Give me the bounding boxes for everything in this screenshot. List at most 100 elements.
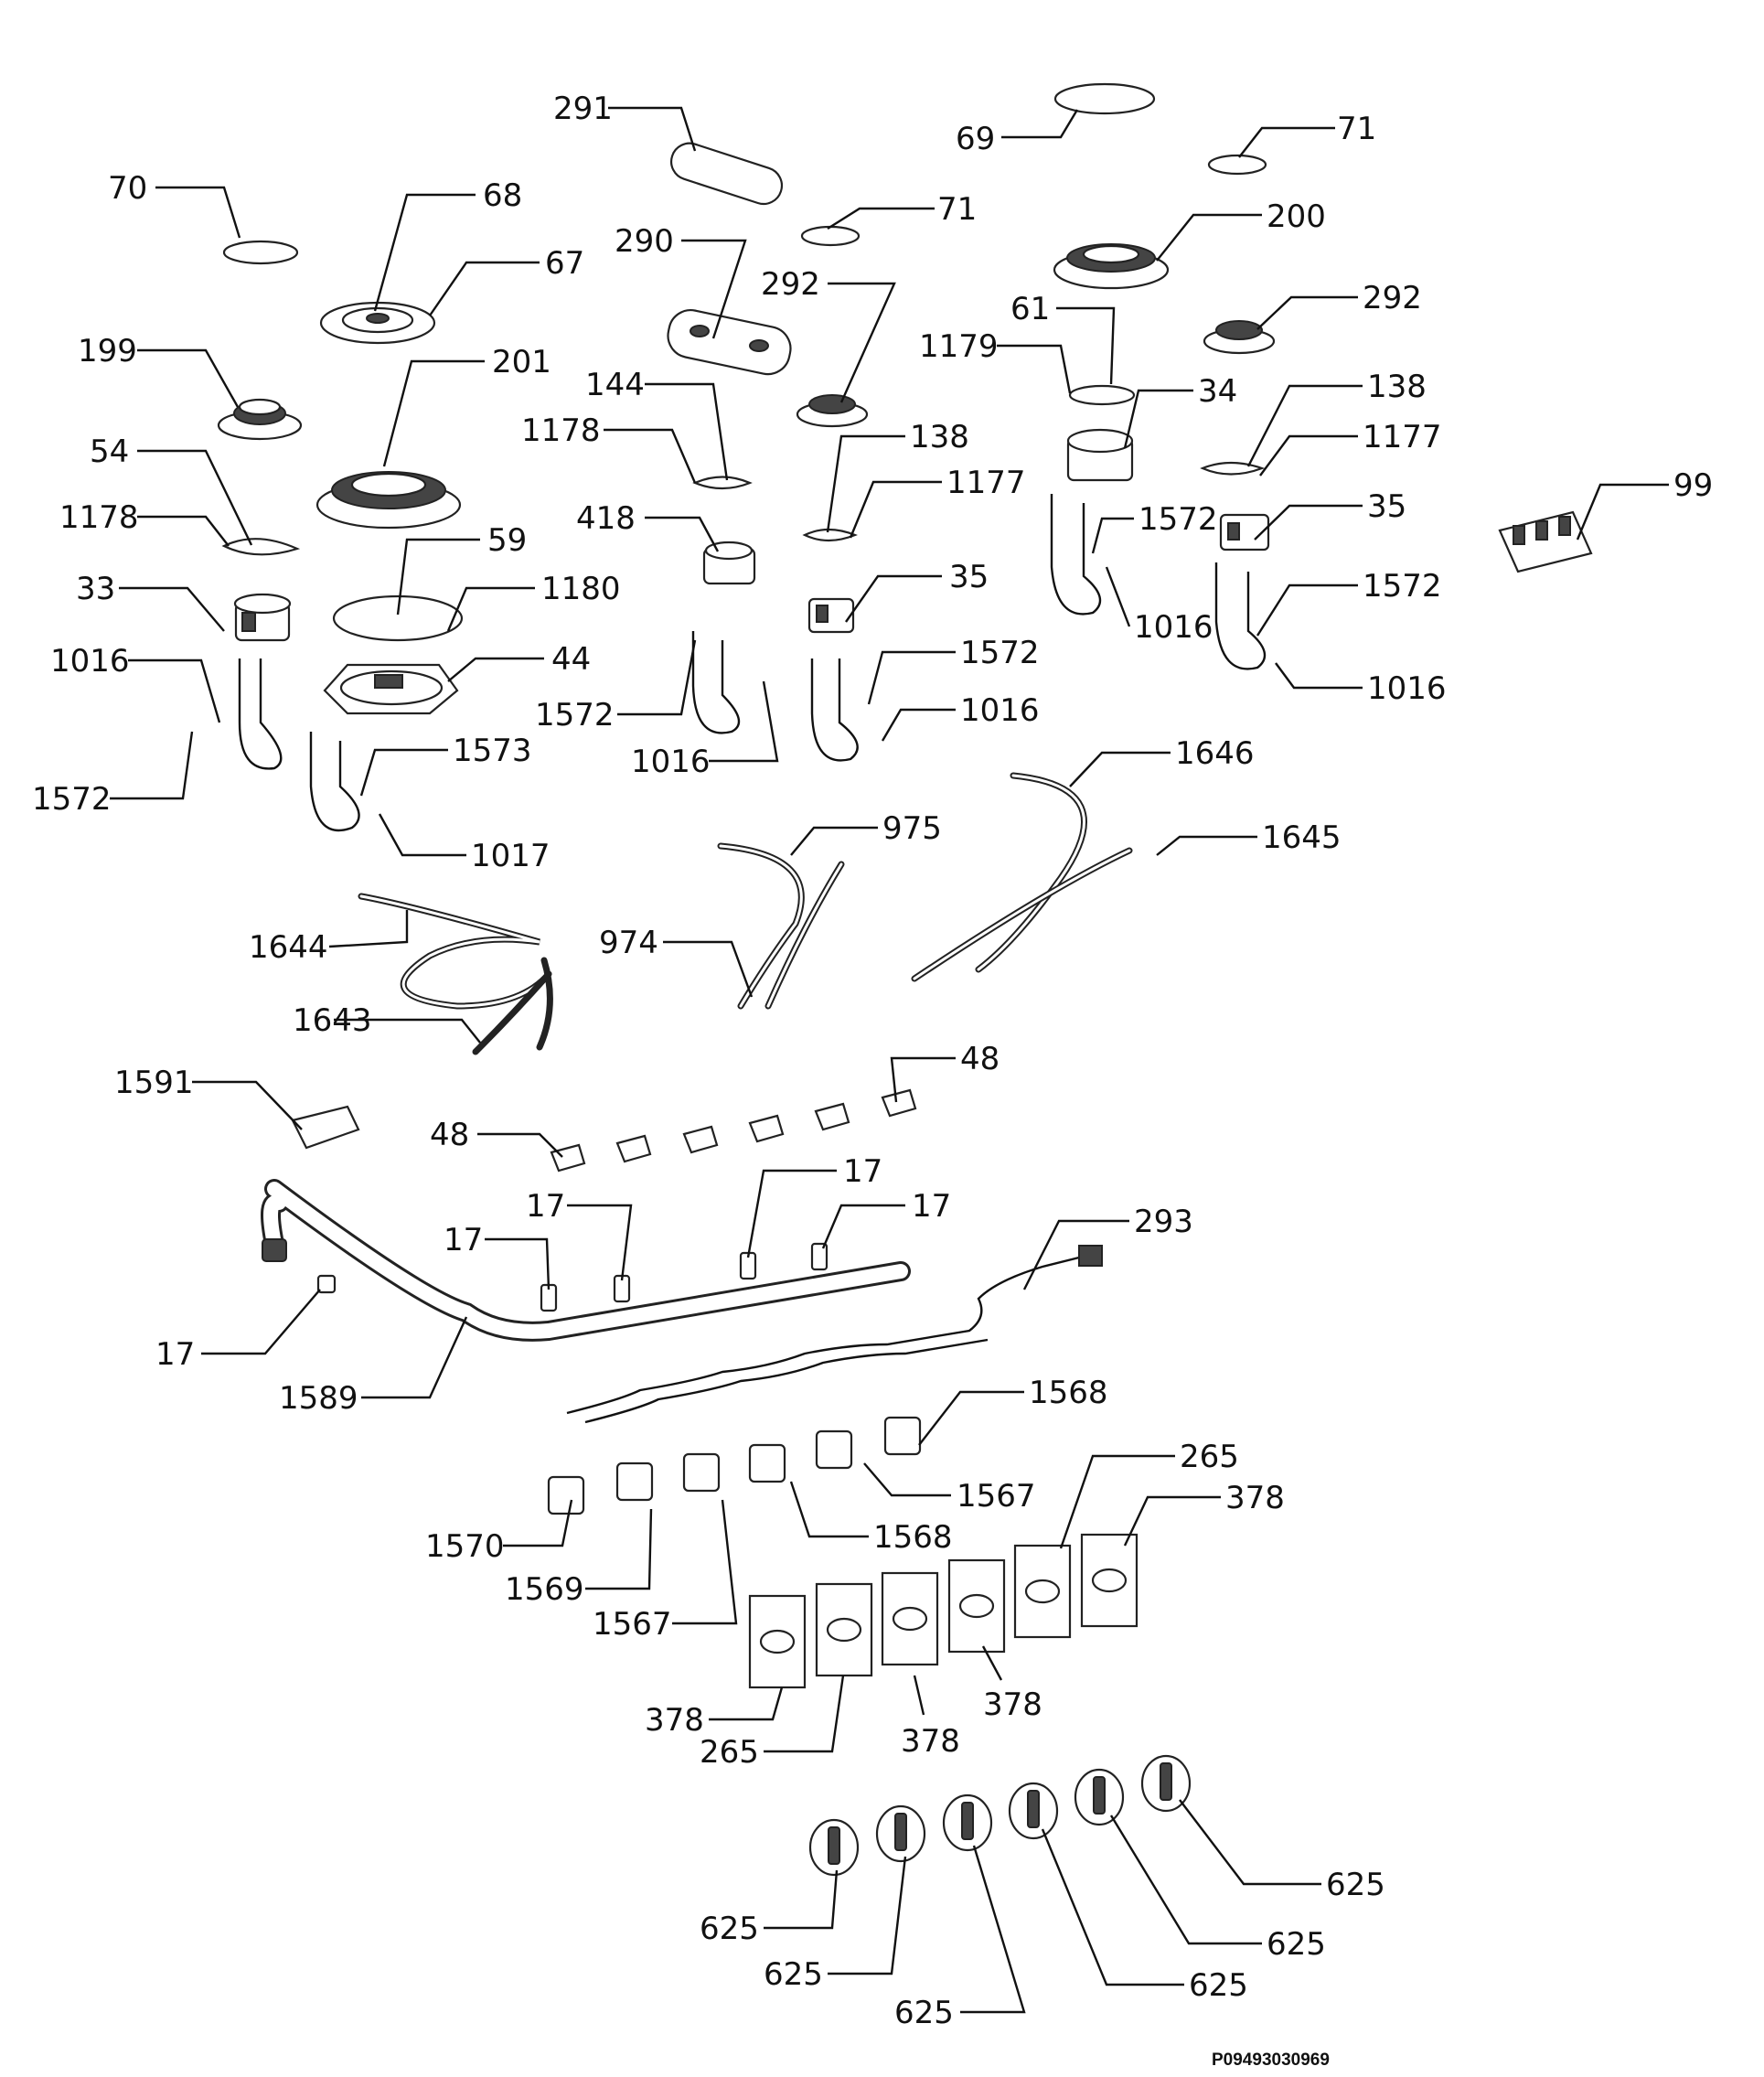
leader-44 xyxy=(447,657,544,682)
leader-291 xyxy=(608,106,697,152)
callout-label: 291 xyxy=(553,91,613,127)
callout-label: 1572 xyxy=(1139,501,1218,538)
leader-61 xyxy=(1056,306,1116,385)
callout-label: 625 xyxy=(894,1995,954,2031)
callout-label: 17 xyxy=(912,1188,951,1225)
callout-label: 144 xyxy=(585,367,645,403)
wiring-harness-293 xyxy=(566,1245,1103,1424)
callout-label: 61 xyxy=(1010,291,1050,327)
callout-label: 1567 xyxy=(957,1478,1036,1515)
leader-68 xyxy=(373,193,476,312)
leader-99 xyxy=(1576,483,1669,541)
leader-378a xyxy=(1123,1495,1221,1547)
callout-label: 1567 xyxy=(593,1606,672,1643)
leader-17b xyxy=(567,1204,633,1281)
thermocouple-left-a xyxy=(238,658,283,770)
callout-label: 974 xyxy=(599,925,658,961)
leader-138a xyxy=(1246,384,1363,467)
callout-label: 1568 xyxy=(1029,1375,1108,1411)
leader-265a xyxy=(1059,1454,1175,1549)
gas-pipe-1645-1646 xyxy=(911,772,1133,982)
callout-label: 70 xyxy=(108,170,147,207)
thermocouple-left-b xyxy=(309,732,360,832)
callout-label: 1645 xyxy=(1262,819,1342,856)
leader-200 xyxy=(1156,213,1262,262)
leader-1643 xyxy=(334,1018,481,1044)
leader-1017 xyxy=(378,813,466,857)
leader-1567a xyxy=(863,1462,951,1497)
leader-1572e xyxy=(110,731,194,800)
leader-418 xyxy=(645,516,720,552)
callout-label: 48 xyxy=(960,1041,1000,1077)
oval-cap-291 xyxy=(670,142,784,206)
leader-290 xyxy=(681,239,747,339)
gasket-54 xyxy=(221,538,301,556)
callout-label: 1570 xyxy=(425,1528,505,1565)
callout-label: 67 xyxy=(545,245,584,282)
cap-290 xyxy=(667,309,792,376)
callout-label: 17 xyxy=(444,1222,483,1258)
leader-1178a xyxy=(604,428,697,484)
leader-625d xyxy=(828,1856,907,1975)
leader-1591 xyxy=(192,1080,303,1130)
burner-cap-71-mid xyxy=(800,225,861,247)
callout-label: 1016 xyxy=(1367,670,1447,707)
leader-1644 xyxy=(328,910,409,948)
control-knobs-625 xyxy=(808,1754,1192,1877)
leader-625b xyxy=(764,1869,839,1930)
leader-1572c xyxy=(867,650,956,705)
leader-1645 xyxy=(1156,835,1257,856)
leader-33 xyxy=(119,586,225,632)
leader-48a xyxy=(890,1056,956,1103)
leader-1572b xyxy=(1256,583,1358,637)
leader-625a xyxy=(1179,1799,1321,1886)
callout-label: 201 xyxy=(492,344,551,380)
clips-48 xyxy=(550,1088,917,1172)
callout-label: 1016 xyxy=(960,692,1040,729)
leader-1573 xyxy=(359,748,448,797)
burner-cap-71-right xyxy=(1207,154,1267,176)
burner-201 xyxy=(315,471,462,530)
leader-378c xyxy=(913,1675,925,1716)
part-drawings xyxy=(217,82,1593,1877)
leader-70 xyxy=(155,186,241,239)
callout-label: 378 xyxy=(645,1702,704,1739)
burner-cap-69 xyxy=(1053,82,1156,115)
callout-label: 378 xyxy=(901,1723,960,1760)
leader-138b xyxy=(826,434,905,533)
thermocouple-right-a xyxy=(1050,494,1102,616)
leader-1016d xyxy=(709,680,779,763)
burner-199 xyxy=(217,398,303,441)
callout-label: 625 xyxy=(1189,1967,1248,2004)
leader-59 xyxy=(396,538,480,616)
leader-625c xyxy=(1109,1815,1262,1945)
leader-625e xyxy=(1041,1828,1184,1986)
leader-1646 xyxy=(1069,751,1171,787)
burner-base-35-mid xyxy=(807,597,855,634)
callout-label: 1572 xyxy=(960,635,1040,671)
leader-292b xyxy=(1256,295,1358,330)
callout-label: 378 xyxy=(983,1686,1042,1723)
leader-34 xyxy=(1123,389,1193,449)
leader-1570 xyxy=(503,1499,573,1547)
leader-17c xyxy=(821,1204,905,1249)
gasket-138-right xyxy=(1200,461,1266,476)
callout-label: 59 xyxy=(487,522,527,559)
leader-1016b xyxy=(128,658,221,723)
callout-label: 33 xyxy=(76,571,115,607)
terminal-block-99 xyxy=(1498,510,1593,573)
manifold-1589 xyxy=(261,1179,911,1342)
leader-974 xyxy=(663,940,754,998)
callout-label: 293 xyxy=(1134,1204,1193,1240)
callout-label: 1179 xyxy=(919,328,999,365)
leader-1179 xyxy=(997,344,1072,394)
callout-label: 378 xyxy=(1225,1480,1285,1516)
callout-label: 1591 xyxy=(114,1065,194,1101)
callout-label: 17 xyxy=(155,1336,195,1373)
leader-1568b xyxy=(789,1481,869,1538)
callout-label: 48 xyxy=(430,1117,469,1153)
leader-1178b xyxy=(137,515,230,547)
burner-base-34 xyxy=(1066,428,1134,482)
callout-label: 290 xyxy=(615,223,674,260)
